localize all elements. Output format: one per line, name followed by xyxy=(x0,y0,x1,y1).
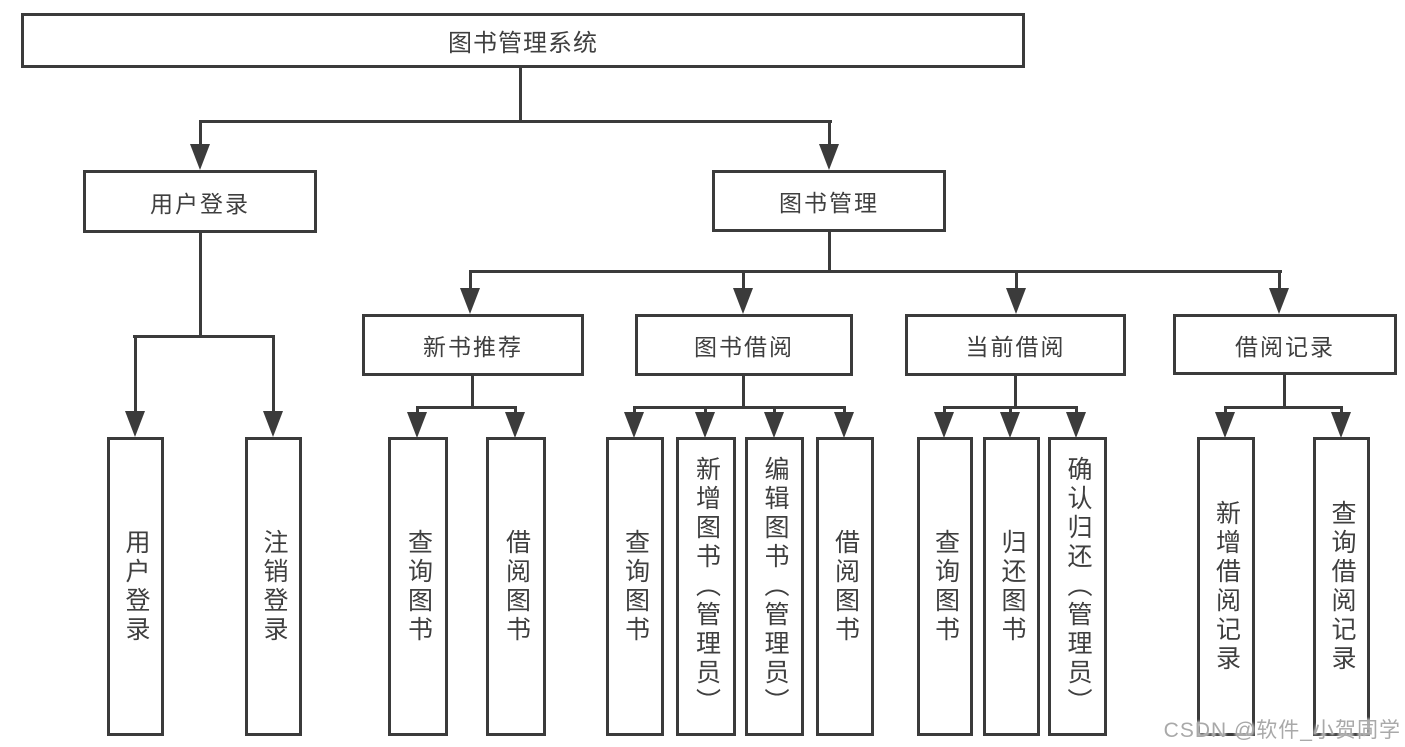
leaf-current-return-book: 归还图书 xyxy=(983,437,1040,736)
connector-newbookrec-stem xyxy=(471,374,474,409)
watermark-text: CSDN @软件_小贺同学 xyxy=(1163,719,1401,742)
connector-newbookrec-branch xyxy=(416,406,517,409)
node-new-book-recommend-label: 新书推荐 xyxy=(423,334,523,360)
leaf-newrec-query-book-label: 查询图书 xyxy=(404,528,433,645)
arrow-newbookrec-leaf-1 xyxy=(407,412,427,438)
leaf-current-query-book: 查询图书 xyxy=(917,437,973,736)
connector-bookborrow-drop-1 xyxy=(633,406,636,416)
node-user-login-label: 用户登录 xyxy=(150,190,250,217)
leaf-borrow-add-book-admin: 新增图书（管理员） xyxy=(676,437,736,736)
arrow-bookborrow-leaf-3 xyxy=(764,412,784,438)
connector-root-drop-left xyxy=(199,120,202,150)
arrow-to-current-borrow xyxy=(1006,288,1026,314)
connector-bookborrow-branch xyxy=(633,406,845,409)
connector-bookmgmt-drop-2 xyxy=(742,270,745,292)
leaf-borrow-query-book-label: 查询图书 xyxy=(621,528,650,645)
node-current-borrow: 当前借阅 xyxy=(905,314,1126,376)
connector-currentborrow-drop-1 xyxy=(943,406,946,416)
connector-bookborrow-drop-3 xyxy=(773,406,776,416)
arrow-currentborrow-leaf-3 xyxy=(1066,412,1086,438)
leaf-current-confirm-return-admin: 确认归还（管理员） xyxy=(1048,437,1107,736)
leaf-record-add-record-label: 新增借阅记录 xyxy=(1212,499,1241,674)
leaf-borrow-borrow-book-label: 借阅图书 xyxy=(831,528,860,645)
connector-userlogin-stem xyxy=(199,231,202,337)
node-root: 图书管理系统 xyxy=(21,13,1025,68)
leaf-current-query-book-label: 查询图书 xyxy=(931,528,960,645)
connector-root-stem xyxy=(519,66,522,123)
connector-currentborrow-drop-2 xyxy=(1009,406,1012,416)
connector-bookborrow-drop-4 xyxy=(843,406,846,416)
leaf-borrow-borrow-book: 借阅图书 xyxy=(816,437,874,736)
arrow-to-leaf-login xyxy=(125,411,145,437)
leaf-current-return-book-label: 归还图书 xyxy=(998,528,1026,645)
connector-userlogin-branch xyxy=(133,335,275,338)
leaf-borrow-query-book: 查询图书 xyxy=(606,437,664,736)
connector-currentborrow-drop-3 xyxy=(1075,406,1078,416)
arrow-bookborrow-leaf-4 xyxy=(834,412,854,438)
connector-root-branch xyxy=(199,120,832,123)
leaf-user-login: 用户登录 xyxy=(107,437,164,736)
arrow-to-book-borrow xyxy=(733,288,753,314)
arrow-to-new-book-rec xyxy=(460,288,480,314)
connector-bookmgmt-drop-1 xyxy=(469,270,472,292)
connector-bookborrow-stem xyxy=(742,374,745,409)
node-book-borrow-label: 图书借阅 xyxy=(694,334,794,360)
connector-bookmgmt-branch xyxy=(469,270,1282,273)
connector-root-drop-right xyxy=(828,120,831,150)
arrow-to-book-management xyxy=(819,144,839,170)
arrow-currentborrow-leaf-1 xyxy=(934,412,954,438)
arrow-bookborrow-leaf-2 xyxy=(695,412,715,438)
connector-userlogin-drop-2 xyxy=(272,335,275,414)
leaf-current-confirm-return-admin-label: 确认归还（管理员） xyxy=(1064,456,1092,717)
arrow-bookborrow-leaf-1 xyxy=(624,412,644,438)
arrow-newbookrec-leaf-2 xyxy=(505,412,525,438)
connector-borrowrecord-branch xyxy=(1224,406,1343,409)
leaf-logout: 注销登录 xyxy=(245,437,302,736)
leaf-borrow-add-book-admin-label: 新增图书（管理员） xyxy=(692,456,721,717)
node-new-book-recommend: 新书推荐 xyxy=(362,314,584,376)
arrow-borrowrecord-leaf-1 xyxy=(1215,412,1235,438)
connector-bookmgmt-drop-4 xyxy=(1278,270,1281,292)
arrow-to-leaf-logout xyxy=(263,411,283,437)
leaf-user-login-label: 用户登录 xyxy=(122,528,150,645)
leaf-record-query-record: 查询借阅记录 xyxy=(1313,437,1370,736)
leaf-newrec-borrow-book: 借阅图书 xyxy=(486,437,546,736)
connector-bookmgmt-drop-3 xyxy=(1015,270,1018,292)
connector-userlogin-drop-1 xyxy=(134,335,137,414)
connector-bookborrow-drop-2 xyxy=(704,406,707,416)
node-book-borrow: 图书借阅 xyxy=(635,314,853,376)
leaf-record-query-record-label: 查询借阅记录 xyxy=(1328,499,1356,674)
leaf-logout-label: 注销登录 xyxy=(260,528,288,645)
node-user-login: 用户登录 xyxy=(83,170,317,233)
connector-bookmgmt-stem xyxy=(828,230,831,272)
leaf-newrec-query-book: 查询图书 xyxy=(388,437,448,736)
leaf-record-add-record: 新增借阅记录 xyxy=(1197,437,1255,736)
node-book-management-label: 图书管理 xyxy=(779,190,879,216)
connector-borrowrecord-drop-2 xyxy=(1340,406,1343,416)
leaf-borrow-edit-book-admin: 编辑图书（管理员） xyxy=(745,437,804,736)
node-book-management: 图书管理 xyxy=(712,170,946,232)
connector-newbookrec-drop-1 xyxy=(416,406,419,416)
connector-borrowrecord-drop-1 xyxy=(1224,406,1227,416)
node-borrow-record-label: 借阅记录 xyxy=(1235,333,1335,360)
node-root-label: 图书管理系统 xyxy=(448,30,598,57)
connector-currentborrow-stem xyxy=(1014,374,1017,409)
node-borrow-record: 借阅记录 xyxy=(1173,314,1397,375)
arrow-to-user-login xyxy=(190,144,210,170)
connector-borrowrecord-stem xyxy=(1283,372,1286,409)
arrow-currentborrow-leaf-2 xyxy=(1000,412,1020,438)
leaf-borrow-edit-book-admin-label: 编辑图书（管理员） xyxy=(761,456,789,717)
connector-newbookrec-drop-2 xyxy=(514,406,517,416)
leaf-newrec-borrow-book-label: 借阅图书 xyxy=(502,528,531,645)
arrow-borrowrecord-leaf-2 xyxy=(1331,412,1351,438)
node-current-borrow-label: 当前借阅 xyxy=(965,334,1066,360)
arrow-to-borrow-record xyxy=(1269,288,1289,314)
